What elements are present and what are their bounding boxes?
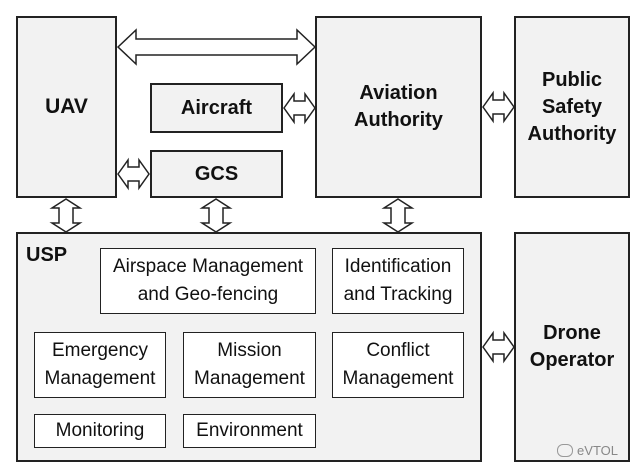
uav-aviation-arrow: [116, 28, 317, 66]
uav-label: UAV: [45, 95, 88, 118]
mission-management-box: Mission Management: [183, 332, 316, 398]
aviation-authority-box: Aviation Authority: [315, 16, 482, 198]
watermark: eVTOL: [557, 443, 618, 458]
airspace-management-box: Airspace Management and Geo-fencing: [100, 248, 316, 314]
emergency-management-box: Emergency Management: [34, 332, 166, 398]
environment-box: Environment: [183, 414, 316, 448]
aviation-usp-arrow: [381, 198, 415, 233]
aviation-publicsafety-arrow: [482, 90, 515, 124]
uav-gcs-arrow: [117, 157, 150, 191]
uav-box: UAV: [16, 16, 117, 198]
gcs-usp-arrow: [199, 198, 233, 233]
usp-droneoperator-arrow: [482, 330, 515, 364]
environment-label: Environment: [196, 420, 303, 442]
airspace-management-label: Airspace Management and Geo-fencing: [112, 256, 304, 305]
watermark-text: eVTOL: [577, 443, 618, 458]
aircraft-aviation-arrow: [283, 91, 316, 125]
conflict-management-label: Conflict Management: [342, 340, 454, 389]
chat-bubble-icon: [557, 444, 574, 457]
public-safety-authority-label: Public Safety Authority: [527, 68, 617, 145]
emergency-management-label: Emergency Management: [44, 340, 156, 389]
gcs-box: GCS: [150, 150, 283, 198]
aviation-authority-label: Aviation Authority: [354, 82, 443, 131]
conflict-management-box: Conflict Management: [332, 332, 464, 398]
drone-operator-box: Drone Operator: [514, 232, 630, 462]
monitoring-label: Monitoring: [55, 420, 145, 442]
identification-tracking-label: Identification and Tracking: [343, 256, 453, 305]
mission-management-label: Mission Management: [194, 340, 305, 389]
aircraft-box: Aircraft: [150, 83, 283, 133]
uav-usp-arrow: [49, 198, 83, 233]
aircraft-label: Aircraft: [180, 96, 253, 119]
usp-label: USP: [26, 244, 68, 266]
gcs-label: GCS: [194, 162, 239, 185]
public-safety-authority-box: Public Safety Authority: [514, 16, 630, 198]
monitoring-box: Monitoring: [34, 414, 166, 448]
identification-tracking-box: Identification and Tracking: [332, 248, 464, 314]
drone-operator-label: Drone Operator: [529, 322, 615, 371]
